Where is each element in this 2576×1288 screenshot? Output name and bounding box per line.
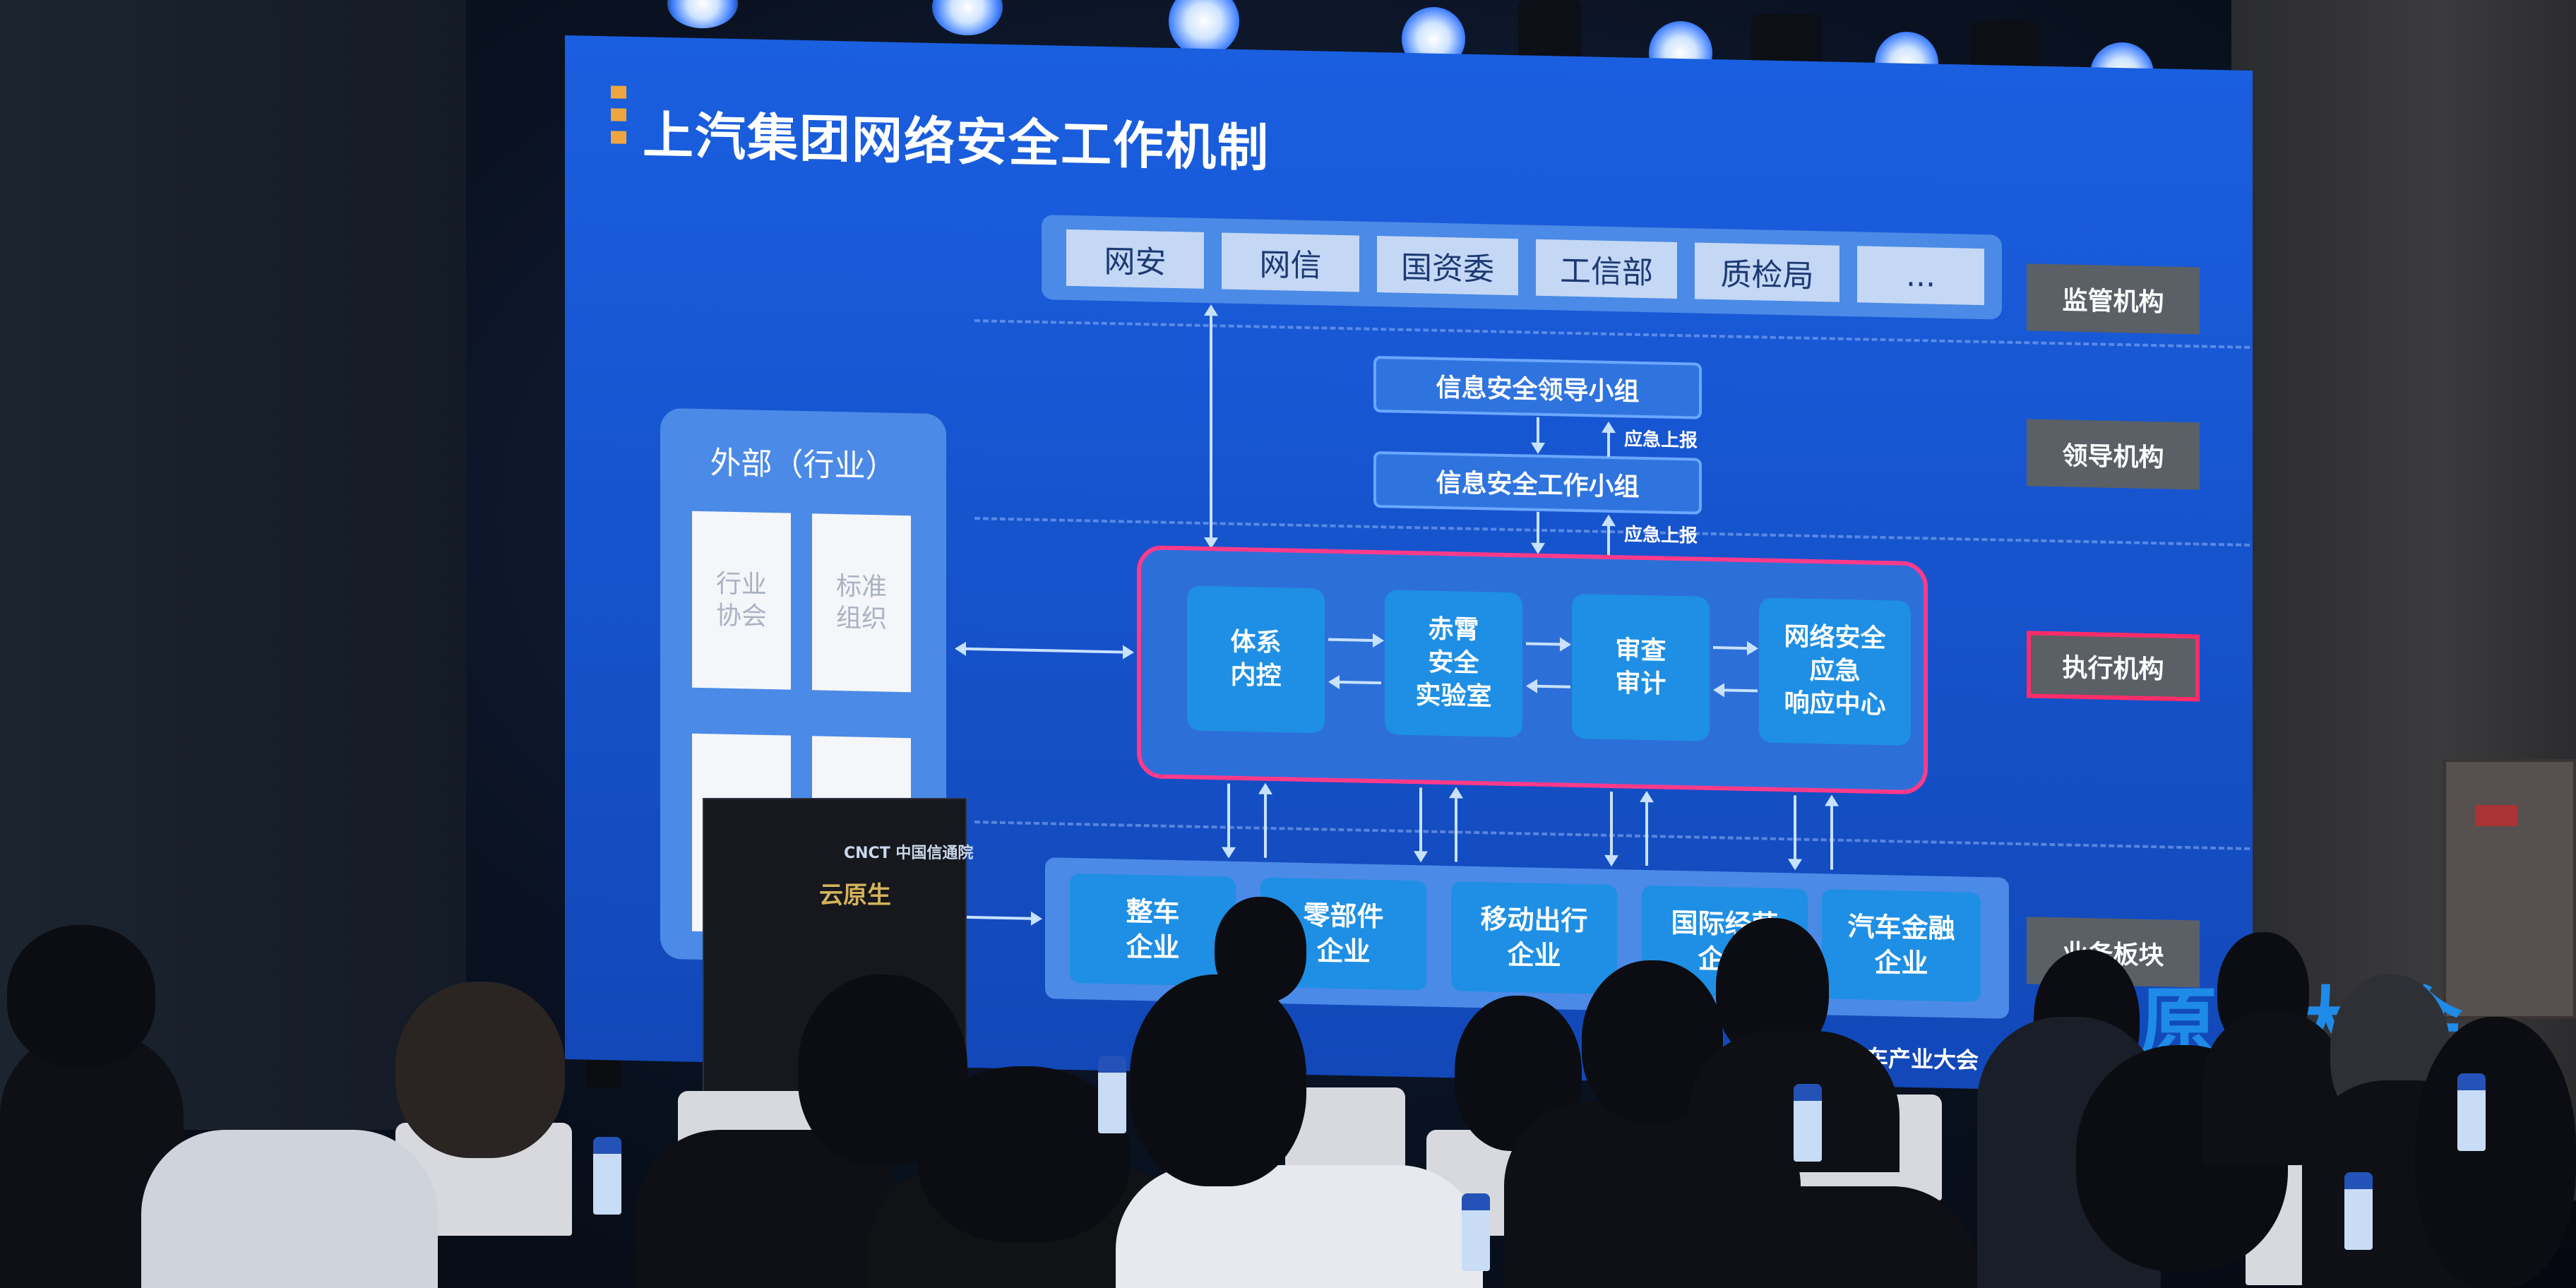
arrow-head (1640, 790, 1654, 803)
business-unit: 汽车金融 企业 (1822, 889, 1981, 1002)
arrow-head (1825, 794, 1839, 806)
arrow-head (1031, 911, 1042, 926)
light-fixture (1518, 0, 1582, 64)
arrow (964, 647, 1126, 654)
audience-head (1130, 974, 1306, 1186)
arrow (1419, 787, 1422, 855)
arrow-head (1449, 787, 1463, 799)
arrow (1227, 783, 1230, 851)
audience-head (918, 1066, 1130, 1243)
slide-title: 上汽集团网络安全工作机制 (643, 105, 1270, 178)
water-bottle (593, 1137, 621, 1215)
audience-head (2415, 1017, 2576, 1288)
arrow (1607, 431, 1610, 457)
water-bottle (1098, 1056, 1126, 1133)
arrow-head (1123, 645, 1134, 660)
arrow (1724, 688, 1758, 693)
arrow-head (1560, 637, 1571, 652)
execution-panel: 体系 内控 赤霄 安全 实验室 审查 审计 网络安全 应急 响应中心 (1137, 544, 1928, 795)
water-bottle (1462, 1193, 1490, 1271)
working-group-box: 信息安全工作小组 (1373, 451, 1702, 515)
arrow (1537, 684, 1570, 688)
exit-sign (2475, 805, 2517, 826)
audience-member (141, 1130, 438, 1288)
arrow-head (1531, 542, 1545, 555)
arrow (1339, 680, 1381, 685)
podium-text: 云原生 (819, 881, 891, 910)
arrow-head (1414, 851, 1428, 863)
arrow-head (955, 641, 966, 656)
arrow (1328, 638, 1374, 642)
business-unit: 整车 企业 (1070, 873, 1236, 986)
arrow (1210, 316, 1212, 542)
external-title: 外部（行业） (710, 445, 897, 485)
regulator-box: 网信 (1222, 232, 1359, 292)
execution-unit: 网络安全 应急 响应中心 (1759, 597, 1911, 746)
tier-label-leadership: 领导机构 (2027, 419, 2200, 490)
execution-unit: 体系 内控 (1187, 585, 1325, 734)
arrow-head (1204, 304, 1218, 316)
divider (974, 821, 2253, 851)
arrow (1830, 804, 1833, 870)
execution-unit: 审查 审计 (1572, 593, 1710, 741)
audience-head (395, 982, 565, 1158)
arrow-head (1713, 683, 1724, 698)
arrow (1645, 801, 1648, 866)
arrow (1264, 792, 1267, 858)
arrow (1610, 791, 1613, 859)
stage-light (1169, 0, 1239, 56)
arrow-head (1258, 782, 1272, 794)
audience-head (7, 925, 155, 1066)
tier-label-regulator: 监管机构 (2027, 263, 2200, 335)
arrow-head (1526, 679, 1537, 693)
leading-group-box: 信息安全领导小组 (1373, 355, 1702, 419)
regulator-box: 网安 (1066, 229, 1204, 289)
audience-member (1695, 1186, 1977, 1288)
arrow (1794, 795, 1796, 863)
report-note: 应急上报 (1624, 524, 1698, 547)
arrow-head (1788, 859, 1802, 871)
wall-panel (2443, 759, 2576, 1019)
water-bottle (2457, 1073, 2486, 1151)
regulator-box: 质检局 (1695, 242, 1839, 302)
arrow-head (1747, 641, 1758, 656)
arrow-head (1602, 421, 1616, 434)
arrow-head (1373, 633, 1384, 648)
business-unit: 移动出行 企业 (1451, 881, 1617, 995)
arrow-head (1602, 514, 1616, 527)
regulators-panel: 网安 网信 国资委 工信部 质检局 ... (1042, 215, 2002, 320)
regulator-box: 国资委 (1377, 236, 1518, 296)
podium-logo: CNCT 中国信通院 (844, 845, 974, 862)
arrow-head (1328, 674, 1340, 689)
arrow (1607, 524, 1610, 556)
external-box: 标准 组织 (812, 513, 911, 693)
arrow (964, 915, 1034, 920)
report-note: 应急上报 (1624, 429, 1698, 452)
regulator-box: 工信部 (1536, 239, 1677, 299)
regulator-box: ... (1857, 246, 1984, 306)
water-bottle (1794, 1084, 1822, 1162)
arrow (1455, 797, 1457, 862)
execution-unit: 赤霄 安全 实验室 (1385, 590, 1522, 738)
arrow (1713, 646, 1748, 650)
audience-member (1116, 1165, 1483, 1288)
title-accent (611, 85, 626, 153)
arrow-head (1222, 847, 1236, 859)
arrow-head (1604, 854, 1618, 867)
external-box: 行业 协会 (692, 511, 791, 690)
arrow (1526, 642, 1561, 646)
arrow (1537, 417, 1539, 446)
arrow-head (1531, 442, 1545, 455)
water-bottle (2344, 1172, 2373, 1250)
tier-label-execution: 执行机构 (2027, 631, 2200, 702)
